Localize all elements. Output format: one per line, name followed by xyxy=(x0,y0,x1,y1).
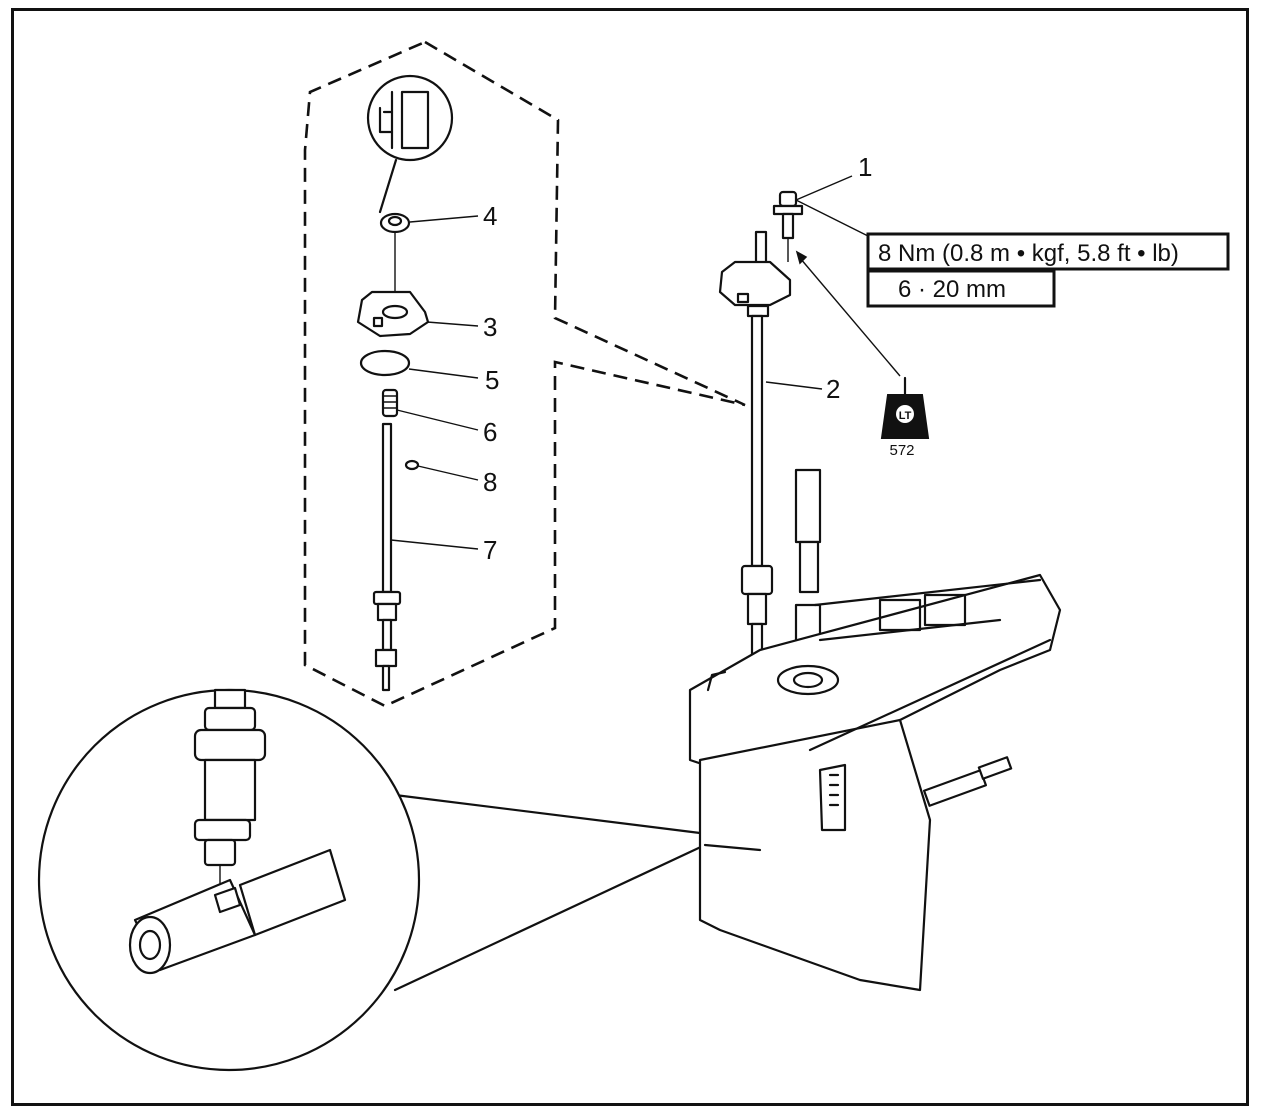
leader-lines-left xyxy=(390,215,479,550)
part-5-o-ring xyxy=(359,349,411,377)
callout-8: 8 xyxy=(483,467,497,497)
part-6-spring xyxy=(381,388,399,418)
lower-unit-gear-case xyxy=(688,468,1062,992)
top-magnifier-circle xyxy=(366,74,454,214)
leader-lines-right xyxy=(765,175,869,390)
part-1-bolt xyxy=(772,190,804,262)
part-8-circlip xyxy=(404,459,420,471)
bottom-magnifier-circle xyxy=(37,688,707,1072)
threadlock-symbol: LT xyxy=(899,410,912,422)
callout-3: 3 xyxy=(483,312,497,342)
diagram-frame xyxy=(11,8,1249,1106)
callout-4: 4 xyxy=(483,201,497,231)
callout-2: 2 xyxy=(826,374,840,404)
torque-spec-text: 8 Nm (0.8 m • kgf, 5.8 ft • lb) xyxy=(878,240,1179,267)
callout-5: 5 xyxy=(485,365,499,395)
part-3-shift-rod-lever xyxy=(356,290,430,338)
threadlock-number: 572 xyxy=(889,442,914,459)
callout-7: 7 xyxy=(483,535,497,565)
callout-1: 1 xyxy=(858,152,872,182)
torque-spec-box: 8 Nm (0.8 m • kgf, 5.8 ft • lb) xyxy=(866,232,1230,271)
part-4-bushing xyxy=(379,212,411,234)
part-2-shift-rod-assembly xyxy=(718,230,792,690)
threadlock-icon: LT 572 xyxy=(880,376,930,459)
bolt-size-box: 6 · 20 mm xyxy=(866,269,1056,308)
bolt-size-text: 6 · 20 mm xyxy=(898,276,1006,303)
threadlock-arrow xyxy=(795,250,901,377)
callout-6: 6 xyxy=(483,417,497,447)
detail-dashed-boundary xyxy=(303,40,746,708)
part-7-shift-rod xyxy=(372,422,402,692)
